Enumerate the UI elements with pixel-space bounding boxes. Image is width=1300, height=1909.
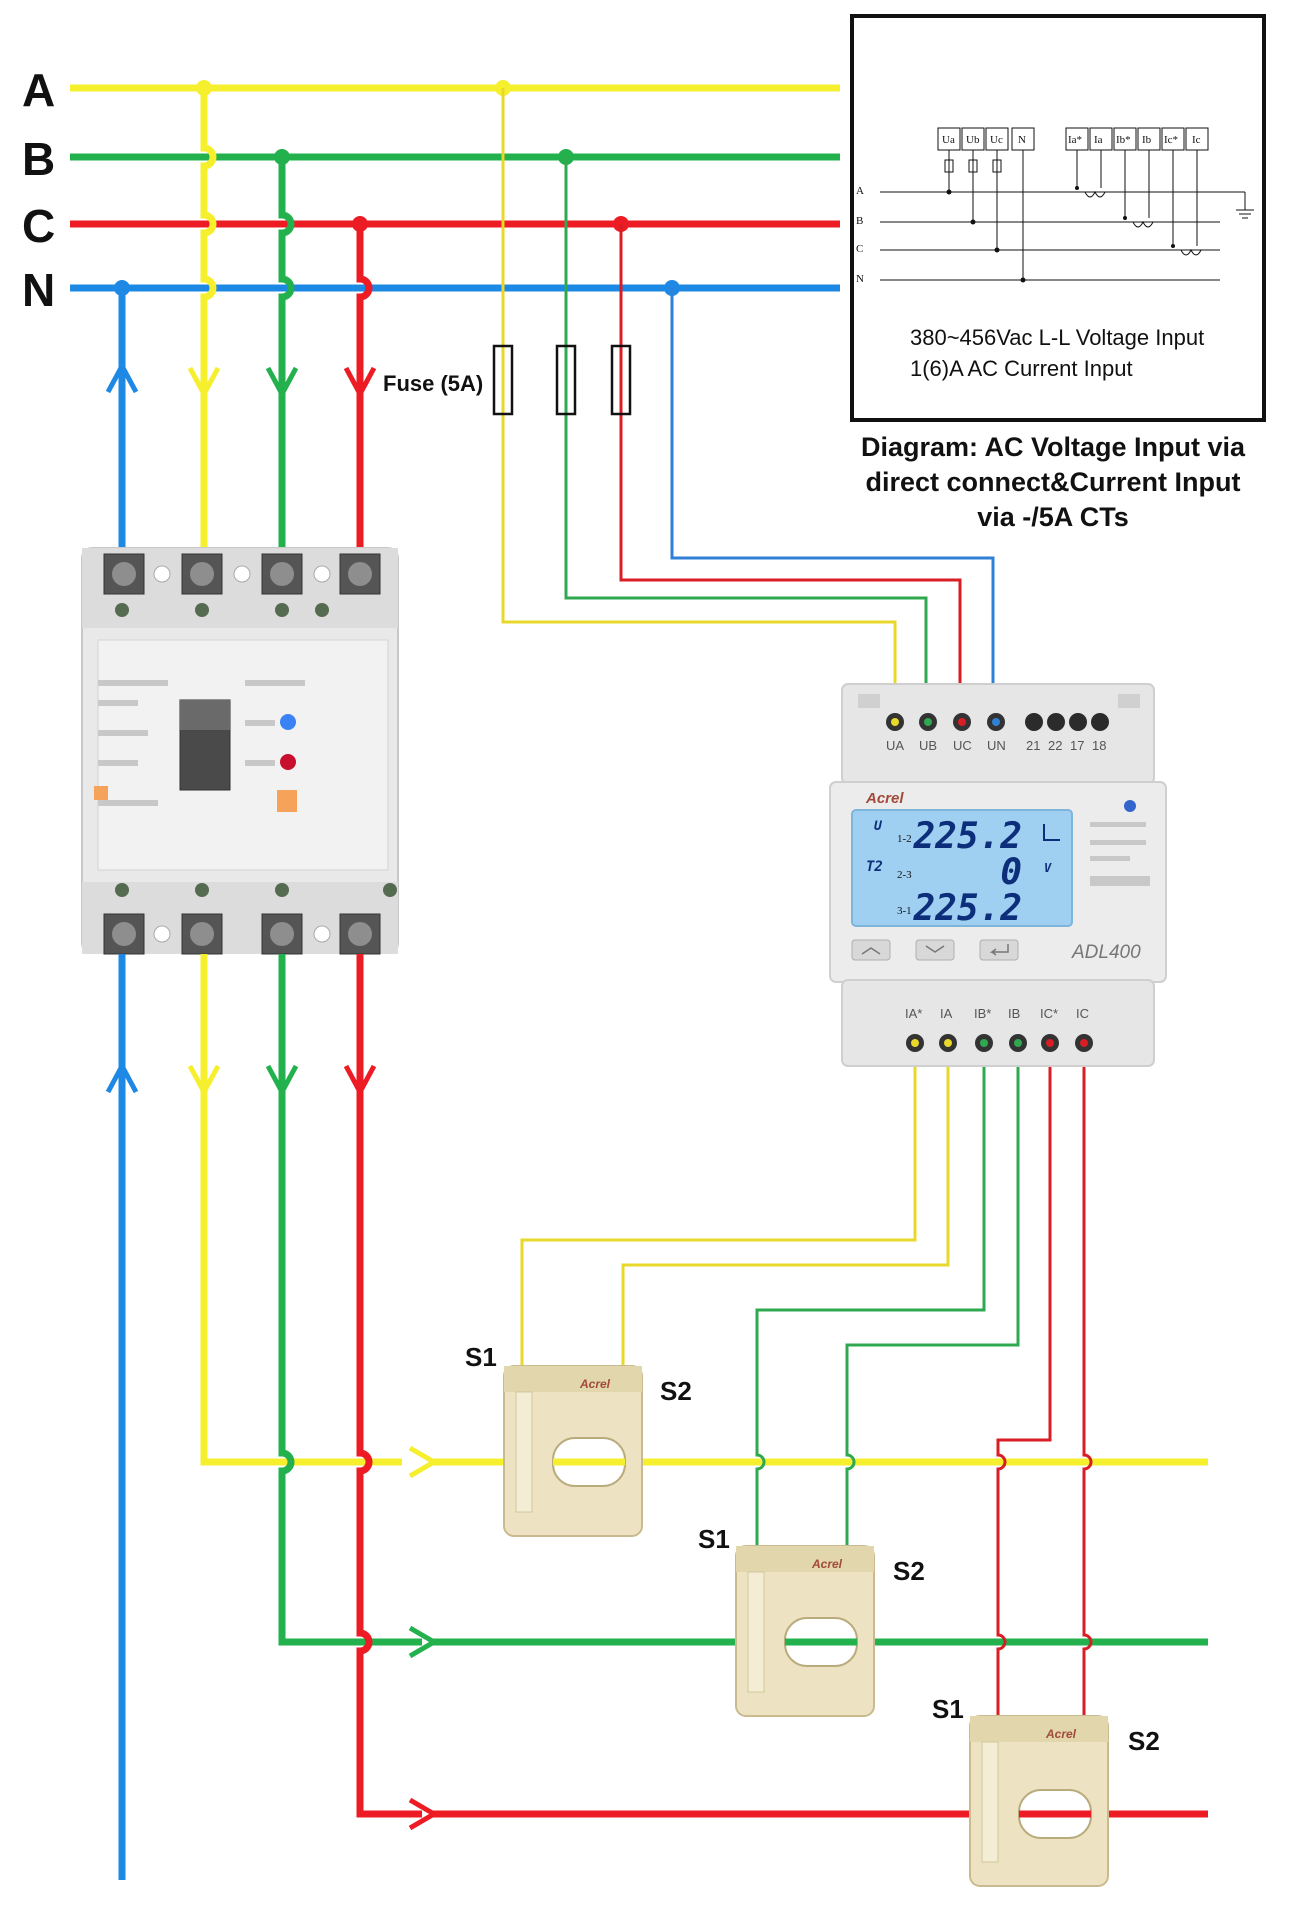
- inset-term-ic: Ic: [1192, 134, 1201, 146]
- bus-label-n: N: [22, 264, 55, 316]
- inset-line-b: B: [856, 215, 863, 227]
- bus-label-a: A: [22, 64, 55, 116]
- caption-line-1: Diagram: AC Voltage Input via: [861, 432, 1246, 462]
- fuse-b: [555, 344, 577, 416]
- lcd-value-1: 225.2: [913, 816, 1022, 857]
- energy-meter: UA UB UC UN 21 22 17 18 Acrel U T2 1-2 2…: [829, 683, 1167, 1067]
- meter-pulse-led: [1124, 800, 1136, 812]
- inset-term-ia: Ia: [1094, 134, 1103, 146]
- meter-model: ADL400: [1071, 942, 1141, 963]
- meter-term-ia: IA: [940, 1006, 953, 1021]
- meter-up-button[interactable]: [851, 939, 891, 961]
- voltage-tap-wires: [495, 80, 995, 715]
- fuse-label: Fuse (5A): [383, 371, 483, 396]
- inset-term-ic-star: Ic*: [1164, 134, 1178, 146]
- inset-term-ua: Ua: [942, 134, 955, 146]
- meter-term-21: 21: [1026, 738, 1040, 753]
- ct-c-s1-label: S1: [932, 1694, 964, 1724]
- meter-bottom-terminals: IA* IA IB* IB IC* IC: [905, 1006, 1093, 1052]
- inset-line-a: A: [856, 185, 864, 197]
- down-chevron-icon: [925, 945, 945, 953]
- lcd-row-label-1: 1-2: [897, 833, 912, 845]
- ct-c-brand: Acrel: [1045, 1727, 1077, 1741]
- inset-spec-current: 1(6)A AC Current Input: [910, 356, 1133, 381]
- meter-lcd: [851, 809, 1073, 927]
- inset-term-ib: Ib: [1142, 134, 1152, 146]
- diagram-caption: Diagram: AC Voltage Input via direct con…: [861, 432, 1246, 532]
- lcd-tariff: T2: [866, 859, 883, 875]
- meter-brand-logo: Acrel: [865, 790, 904, 807]
- inset-spec-voltage: 380~456Vac L-L Voltage Input: [910, 325, 1204, 350]
- up-chevron-icon: [861, 947, 881, 955]
- meter-term-ic: IC: [1076, 1006, 1089, 1021]
- meter-term-ib: IB: [1008, 1006, 1020, 1021]
- meter-term-ia-star: IA*: [905, 1006, 922, 1021]
- ct-phase-c: Acrel: [969, 1715, 1109, 1887]
- meter-term-uc: UC: [953, 738, 972, 753]
- enter-arrow-icon: [989, 944, 1009, 956]
- lcd-quadrant-icon: [1043, 824, 1060, 841]
- breaker-test-button-blue[interactable]: [280, 714, 296, 730]
- lcd-value-3: 225.2: [913, 888, 1022, 929]
- meter-term-22: 22: [1048, 738, 1062, 753]
- circuit-breaker: [81, 547, 399, 955]
- ct-a-brand: Acrel: [579, 1377, 611, 1391]
- breaker-feed-wires: [105, 80, 377, 555]
- inset-voltage-terminals: Ua Ub Uc N: [937, 127, 1035, 151]
- meter-term-18: 18: [1092, 738, 1106, 753]
- meter-term-ua: UA: [886, 738, 904, 753]
- inset-diagram: Ua Ub Uc N Ia* Ia Ib* Ib Ic* Ic A B C N: [850, 14, 1266, 422]
- meter-top-terminals: UA UB UC UN 21 22 17 18: [886, 713, 1109, 753]
- ct-a-s1-label: S1: [465, 1342, 497, 1372]
- breaker-indicator-red: [280, 754, 296, 770]
- inset-term-ub: Ub: [966, 134, 980, 146]
- breaker-top-terminals: [103, 553, 381, 617]
- ct-phase-b: Acrel: [735, 1545, 875, 1717]
- bus-label-c: C: [22, 200, 55, 252]
- load-side-wires: [105, 954, 1208, 1880]
- meter-enter-button[interactable]: [979, 939, 1019, 961]
- breaker-reset-button[interactable]: [277, 790, 297, 812]
- meter-term-ub: UB: [919, 738, 937, 753]
- inset-term-uc: Uc: [990, 134, 1003, 146]
- meter-term-un: UN: [987, 738, 1006, 753]
- conductors-through-ct: [553, 1458, 1091, 1818]
- caption-line-3: via -/5A CTs: [977, 502, 1129, 532]
- lcd-value-2: 0: [1000, 852, 1022, 893]
- breaker-bottom-terminals: [103, 883, 397, 955]
- ct-c-s2-label: S2: [1128, 1726, 1160, 1756]
- lcd-row-label-2: 2-3: [897, 869, 912, 881]
- fuse-c: [610, 344, 632, 416]
- fuses: [492, 344, 632, 416]
- meter-term-17: 17: [1070, 738, 1084, 753]
- inset-term-ia-star: Ia*: [1068, 134, 1082, 146]
- caption-line-2: direct connect&Current Input: [865, 467, 1240, 497]
- main-bus-bars: [70, 84, 840, 292]
- ct-secondary-wires: [520, 1065, 1093, 1718]
- lcd-row-label-3: 3-1: [897, 905, 912, 917]
- inset-line-c: C: [856, 243, 863, 255]
- lcd-unit: V: [1044, 861, 1052, 875]
- ct-b-s2-label: S2: [893, 1556, 925, 1586]
- ct-b-brand: Acrel: [811, 1557, 843, 1571]
- ct-b-s1-label: S1: [698, 1524, 730, 1554]
- meter-down-button[interactable]: [915, 939, 955, 961]
- inset-line-n: N: [856, 273, 864, 285]
- lcd-mode: U: [874, 819, 883, 834]
- fuse-a: [492, 344, 514, 416]
- bus-label-b: B: [22, 133, 55, 185]
- meter-term-ic-star: IC*: [1040, 1006, 1058, 1021]
- inset-term-ib-star: Ib*: [1116, 134, 1131, 146]
- inset-term-n: N: [1018, 134, 1026, 146]
- ct-phase-a: Acrel: [503, 1365, 643, 1537]
- meter-term-ib-star: IB*: [974, 1006, 991, 1021]
- ct-a-s2-label: S2: [660, 1376, 692, 1406]
